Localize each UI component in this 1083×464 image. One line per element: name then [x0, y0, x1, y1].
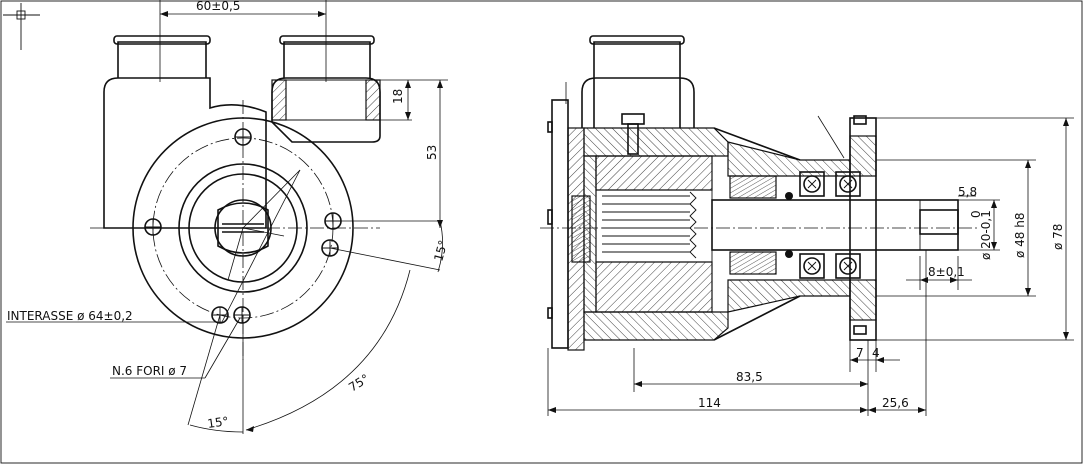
dim-shaft-tol-zero: 0: [969, 210, 983, 218]
shaft: [711, 199, 959, 251]
dim-835: 83,5: [736, 370, 763, 384]
crosshair-marker: [3, 3, 40, 50]
seal-top: [729, 175, 777, 199]
ball-bearings: [785, 171, 861, 279]
dim-height-large: 53: [425, 145, 439, 160]
dim-height-small: 18: [391, 89, 405, 104]
dim-angle-bottom: 15°: [206, 414, 229, 431]
dim-angle-large: 75°: [346, 371, 371, 394]
dim-flange: ø 78: [1051, 224, 1065, 250]
dim-spacing: 60±0,5: [196, 0, 240, 13]
dim-angle-small: 15°: [431, 239, 450, 263]
outlet-tube-right: [283, 41, 371, 78]
shaft-key: [919, 209, 959, 235]
dim-256: 25,6: [882, 396, 909, 410]
shaft-end: [217, 202, 269, 254]
front-view: 60±0,5 18 53 15° 75° 15° INTERASSE ø 64±…: [6, 0, 450, 434]
bearing-housing-bottom: [727, 279, 851, 313]
mount-flange: [849, 117, 877, 341]
dim-key-len: 8±0,1: [928, 265, 965, 279]
dim-seven: 7: [856, 346, 864, 360]
outlet-body: [271, 77, 381, 143]
inlet-tube-left: [117, 41, 207, 78]
label-interasse: INTERASSE ø 64±0,2: [7, 309, 133, 323]
dim-shaft-dia: ø 20-0,1: [979, 210, 993, 260]
front-body-left: [103, 77, 267, 229]
bearing-housing-top: [727, 141, 851, 177]
label-holes: N.6 FORI ø 7: [112, 364, 187, 378]
impeller-bottom: [595, 261, 713, 313]
impeller-vanes: [602, 191, 697, 259]
housing-top: [583, 127, 729, 157]
seal-bottom: [729, 251, 777, 275]
impeller-hub: [595, 189, 713, 263]
housing-bottom: [583, 311, 729, 341]
dim-pilot: ø 48 h8: [1013, 213, 1027, 258]
section-view: 5,8 0 ø 20-0,1 ø 48 h8 ø 78 8±0,1 7 4 83…: [540, 35, 1074, 416]
impeller-top: [595, 155, 713, 191]
dim-four: 4: [872, 346, 880, 360]
dim-shaft-flat: 5,8: [958, 185, 977, 199]
end-cover: [551, 99, 569, 349]
dim-114: 114: [698, 396, 721, 410]
section-inlet-tube: [593, 41, 681, 128]
